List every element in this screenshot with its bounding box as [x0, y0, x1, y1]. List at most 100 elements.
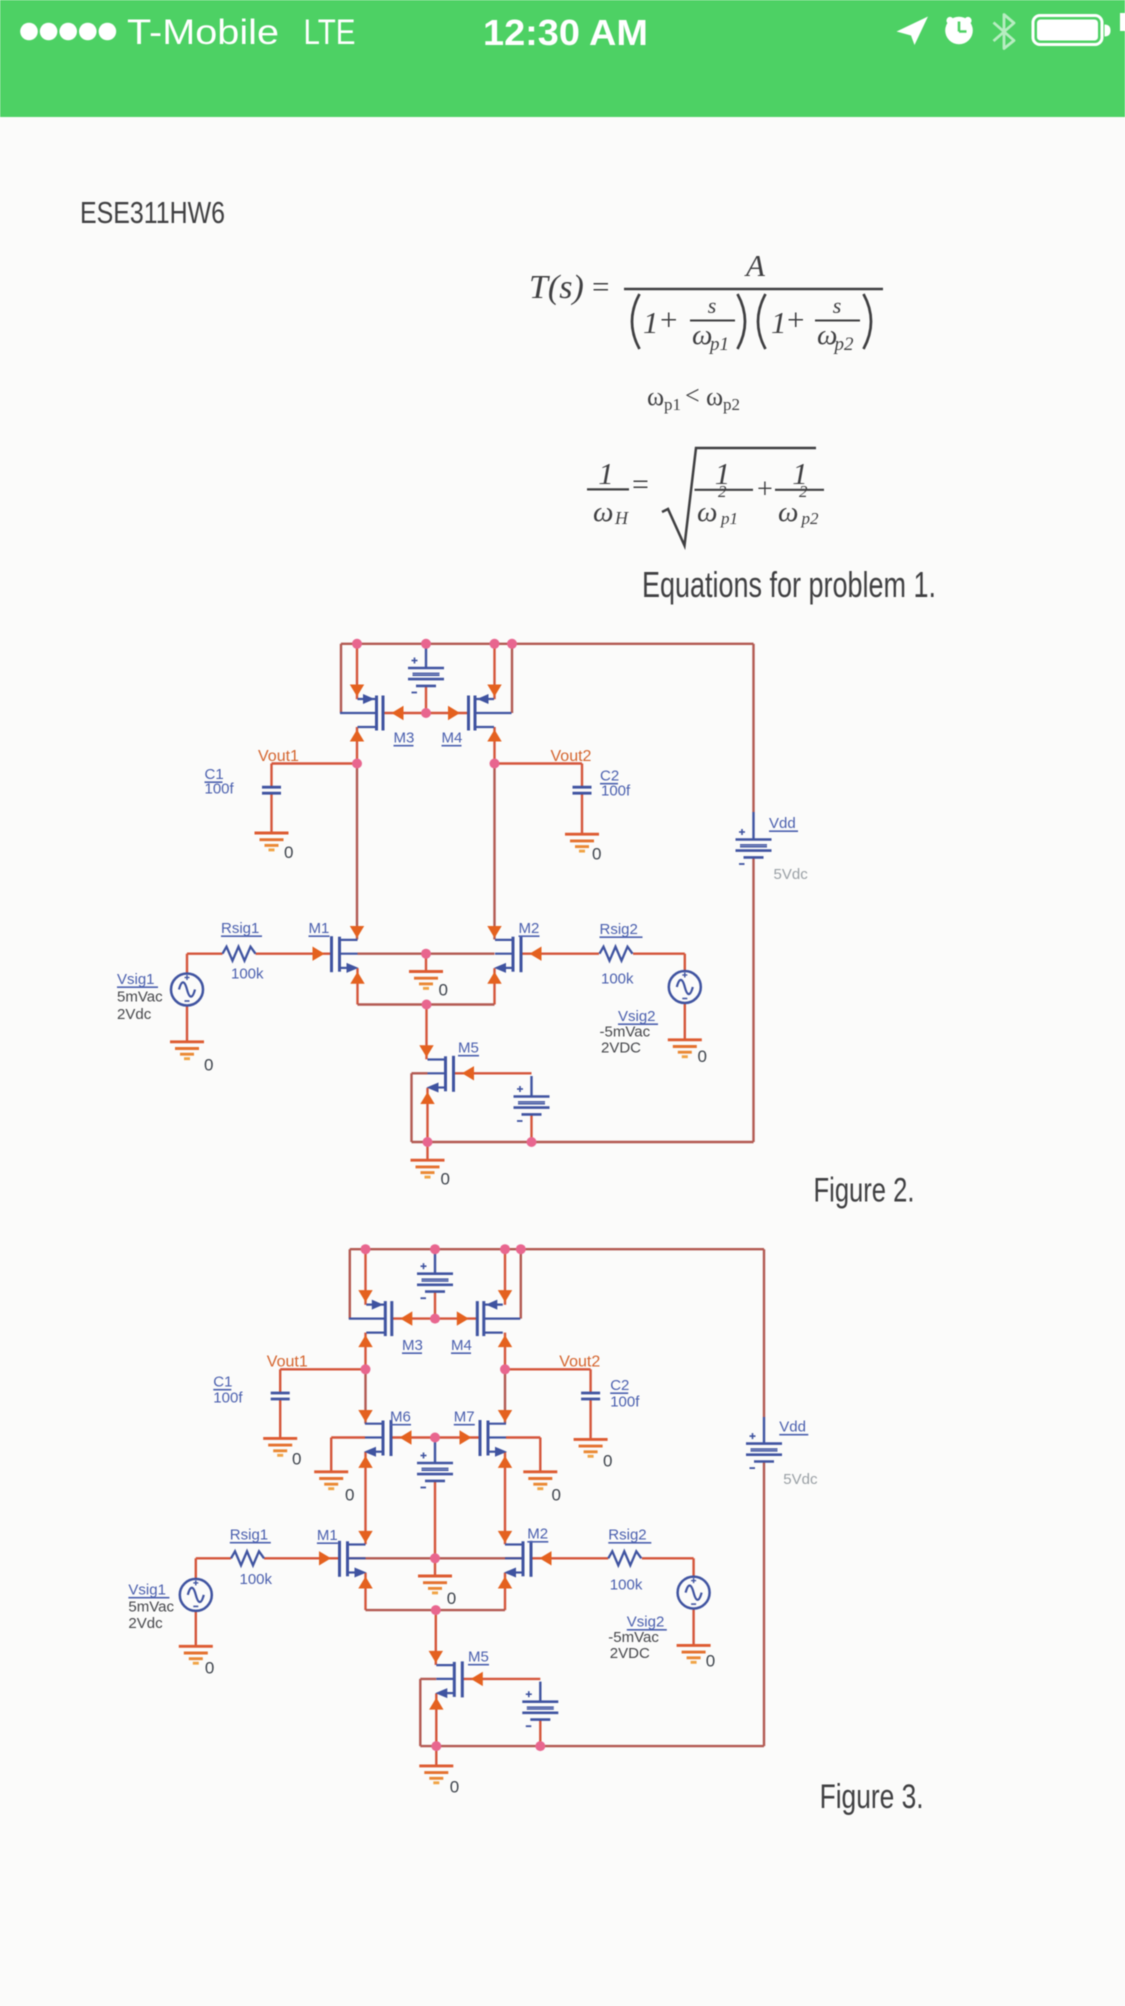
svg-text:1: 1: [643, 305, 659, 340]
svg-text:Rsig2: Rsig2: [600, 921, 638, 938]
svg-text:M1: M1: [309, 920, 330, 937]
svg-text:+: +: [757, 474, 773, 505]
svg-text:-5mVac: -5mVac: [608, 1629, 659, 1646]
svg-text:0: 0: [552, 1486, 561, 1505]
svg-text:M7: M7: [454, 1409, 475, 1426]
svg-text:=: =: [632, 468, 649, 501]
svg-text:0: 0: [447, 1589, 456, 1608]
svg-text:M2: M2: [519, 920, 540, 937]
svg-text:C1: C1: [213, 1374, 232, 1391]
svg-text:0: 0: [603, 1452, 612, 1471]
svg-text:Vout2: Vout2: [559, 1354, 600, 1371]
svg-text:5mVac: 5mVac: [128, 1599, 174, 1616]
svg-text:M6: M6: [390, 1409, 411, 1426]
svg-text:p1: p1: [720, 509, 738, 528]
svg-text:Vdd: Vdd: [769, 815, 796, 832]
svg-text:ω: ω: [697, 496, 717, 528]
svg-text:1: 1: [598, 456, 614, 491]
svg-text:p1: p1: [708, 334, 729, 355]
svg-text:Vsig1: Vsig1: [117, 971, 155, 988]
svg-text:Rsig1: Rsig1: [221, 920, 259, 937]
svg-text:M3: M3: [394, 730, 415, 747]
svg-text:100f: 100f: [213, 1390, 243, 1407]
svg-text:A: A: [744, 248, 766, 283]
svg-text:-5mVac: -5mVac: [600, 1024, 651, 1041]
svg-text:2: 2: [718, 482, 727, 501]
svg-text:Vsig2: Vsig2: [618, 1008, 656, 1025]
svg-text:ESE311HW6: ESE311HW6: [80, 195, 225, 230]
svg-text:0: 0: [441, 1170, 450, 1189]
svg-text:Vout2: Vout2: [551, 748, 592, 765]
svg-text:s: s: [833, 293, 842, 318]
svg-text:ω: ω: [647, 382, 664, 411]
svg-text:100k: 100k: [601, 971, 634, 988]
svg-text:T(s): T(s): [529, 269, 584, 306]
svg-text:p2: p2: [801, 509, 820, 528]
svg-text:2: 2: [799, 482, 808, 501]
svg-text:1: 1: [792, 456, 808, 491]
svg-text:M4: M4: [451, 1337, 472, 1354]
svg-text:+: +: [660, 302, 677, 337]
svg-text:p2: p2: [833, 334, 855, 355]
svg-text:p2: p2: [723, 395, 740, 414]
svg-text:ω: ω: [593, 496, 613, 528]
svg-text:0: 0: [204, 1056, 213, 1075]
svg-text:5Vdc: 5Vdc: [774, 866, 809, 883]
svg-text:Rsig2: Rsig2: [608, 1527, 646, 1544]
svg-text:ω: ω: [778, 496, 798, 528]
svg-text:T-Mobile: T-Mobile: [127, 13, 279, 52]
svg-text:2VDC: 2VDC: [601, 1040, 641, 1057]
svg-text:Vsig1: Vsig1: [128, 1582, 166, 1599]
svg-text:0: 0: [205, 1659, 214, 1678]
svg-text:0: 0: [284, 843, 293, 862]
svg-text:0: 0: [592, 845, 601, 864]
svg-text:C2: C2: [610, 1377, 629, 1394]
svg-text:M1: M1: [317, 1527, 338, 1544]
svg-text:M3: M3: [402, 1337, 423, 1354]
svg-text:2Vdc: 2Vdc: [128, 1615, 163, 1632]
svg-text:+: +: [787, 302, 804, 337]
svg-text:2Vdc: 2Vdc: [117, 1006, 152, 1023]
svg-text:M4: M4: [442, 730, 463, 747]
svg-text:100f: 100f: [601, 783, 631, 800]
svg-text:Figure 2.: Figure 2.: [814, 1172, 915, 1210]
svg-text:100k: 100k: [231, 966, 264, 983]
svg-text:5mVac: 5mVac: [117, 989, 163, 1006]
svg-text:0: 0: [706, 1652, 715, 1671]
svg-text:100k: 100k: [240, 1571, 273, 1588]
svg-text:Vout1: Vout1: [258, 748, 299, 765]
svg-text:ω: ω: [706, 382, 723, 411]
svg-text:5Vdc: 5Vdc: [783, 1471, 818, 1488]
svg-text:Vsig2: Vsig2: [627, 1614, 665, 1631]
svg-text:M5: M5: [468, 1649, 489, 1666]
svg-text:0: 0: [450, 1778, 459, 1797]
svg-text:Vdd: Vdd: [779, 1419, 806, 1436]
svg-text:H: H: [614, 508, 629, 528]
svg-text:1: 1: [771, 305, 787, 340]
svg-text:=: =: [592, 269, 609, 304]
svg-text:1: 1: [715, 456, 731, 491]
svg-text:s: s: [708, 293, 717, 318]
svg-text:0: 0: [345, 1486, 354, 1505]
svg-text:C2: C2: [600, 768, 619, 785]
svg-text:ω: ω: [692, 319, 712, 351]
svg-text:M2: M2: [527, 1526, 548, 1543]
svg-text:100f: 100f: [205, 781, 235, 798]
svg-text:0: 0: [698, 1047, 707, 1066]
svg-text:C1: C1: [205, 766, 224, 783]
svg-text:0: 0: [439, 981, 448, 1000]
svg-text:Vout1: Vout1: [267, 1354, 308, 1371]
svg-text:0: 0: [292, 1450, 301, 1469]
svg-text:LTE: LTE: [304, 13, 356, 52]
svg-text:<: <: [685, 381, 700, 410]
svg-text:100k: 100k: [610, 1577, 643, 1594]
svg-text:2VDC: 2VDC: [610, 1645, 650, 1662]
svg-text:12:30 AM: 12:30 AM: [483, 12, 648, 53]
svg-text:Figure 3.: Figure 3.: [820, 1778, 924, 1816]
svg-text:Rsig1: Rsig1: [230, 1527, 268, 1544]
svg-text:p1: p1: [664, 395, 681, 414]
svg-text:ω: ω: [817, 319, 837, 351]
svg-text:100f: 100f: [610, 1394, 640, 1411]
svg-text:M5: M5: [458, 1040, 479, 1057]
svg-text:Equations for problem 1.: Equations for problem 1.: [642, 564, 936, 605]
